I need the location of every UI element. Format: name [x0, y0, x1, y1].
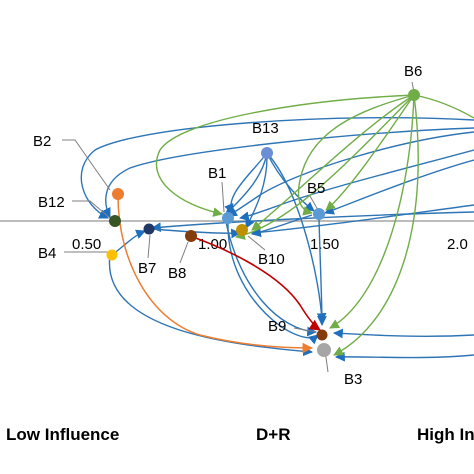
node-b3[interactable] — [317, 343, 331, 357]
edges-green — [155, 94, 474, 356]
edge-b6-to-b5 — [325, 94, 415, 211]
node-b7[interactable] — [143, 223, 155, 235]
label-leaders — [62, 81, 415, 373]
label-b7: B7 — [138, 260, 156, 277]
tick-label-150: 1.50 — [310, 236, 339, 253]
edge-b6-to-b10b — [235, 94, 415, 240]
edge-right-to-b1-a — [227, 131, 474, 217]
edge-right-to-b3-b — [335, 351, 474, 362]
edge-b7-to-b10 — [151, 228, 241, 239]
edge-b13-to-b1b — [224, 152, 268, 214]
edge-b6-to-b3-b — [333, 94, 419, 356]
node-b1[interactable] — [222, 212, 234, 224]
edge-b4-to-b3 — [108, 254, 313, 357]
label-b3: B3 — [344, 371, 362, 388]
node-b12[interactable] — [109, 215, 121, 227]
label-b12: B12 — [38, 194, 65, 211]
footer-d-plus-r: D+R — [256, 425, 290, 444]
label-b2: B2 — [33, 133, 51, 150]
label-b6: B6 — [404, 63, 422, 80]
edge-right-to-b5 — [324, 159, 474, 215]
tick-label-050: 0.50 — [72, 236, 101, 253]
footer-low-influence: Low Influence — [6, 425, 119, 444]
node-b8[interactable] — [185, 230, 197, 242]
node-b9[interactable] — [316, 329, 328, 341]
tick-label-200: 2.0 — [447, 236, 468, 253]
node-b6[interactable] — [408, 89, 420, 101]
label-b10: B10 — [258, 251, 285, 268]
edge-b13-to-b3 — [266, 152, 327, 323]
edge-right-to-b7 — [151, 211, 474, 233]
node-b2[interactable] — [112, 188, 124, 200]
edge-b5-to-b10 — [251, 214, 313, 237]
label-b13: B13 — [252, 120, 279, 137]
edge-right-to-b10 — [251, 204, 474, 238]
edge-b8-to-b9 — [189, 235, 321, 331]
edge-right-to-b1-b — [239, 149, 474, 222]
label-b8: B8 — [168, 265, 186, 282]
edge-b4-to-b7 — [111, 229, 146, 256]
edge-b1-to-b3-b — [227, 221, 319, 345]
label-b5: B5 — [307, 180, 325, 197]
edge-right-to-b12-a — [80, 116, 474, 219]
edge-b6-right — [413, 94, 474, 119]
edge-b13-to-b10 — [245, 152, 268, 229]
label-b4: B4 — [38, 245, 56, 262]
label-b1: B1 — [208, 165, 226, 182]
edge-b5-to-b3 — [317, 217, 327, 326]
edge-b6-to-b13-area — [297, 94, 415, 216]
label-b9: B9 — [268, 318, 286, 335]
node-b4[interactable] — [106, 249, 118, 261]
edge-right-to-b3-a — [333, 328, 474, 339]
edge-b6-to-b3-a — [329, 94, 415, 329]
edge-b6-to-b10 — [251, 94, 415, 231]
edge-b2-to-b3 — [117, 195, 314, 354]
node-b5[interactable] — [313, 208, 325, 220]
node-b13[interactable] — [261, 147, 273, 159]
node-b10[interactable] — [236, 224, 248, 236]
edge-b6-to-b1 — [155, 94, 415, 217]
footer-high-influence: High In — [417, 425, 474, 444]
